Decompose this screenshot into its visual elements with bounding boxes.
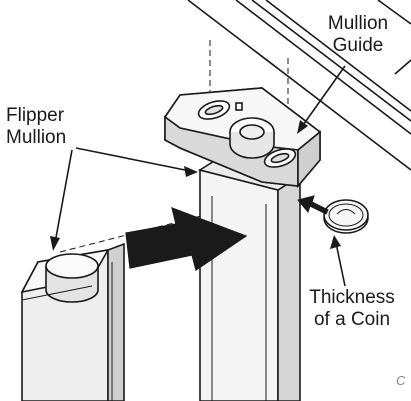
mullion-guide-label: Mullion Guide	[318, 13, 398, 57]
leader-arrowheads	[50, 120, 341, 251]
coin-icon	[323, 199, 369, 234]
coin-push-arrow	[297, 195, 329, 215]
coin-thickness-label-line-1: Thickness	[309, 287, 395, 308]
leader-arrows	[54, 65, 346, 287]
flipper-mullion-part	[20, 242, 125, 401]
coin-thickness-label: Thickness of a Coin	[298, 287, 406, 331]
mullion-guide-part	[163, 87, 322, 189]
corner-mark: C	[396, 373, 406, 388]
mullion-post	[198, 155, 302, 401]
flipper-mullion-label: Flipper Mullion	[6, 105, 102, 149]
mullion-guide-label-line-1: Mullion	[327, 13, 389, 34]
flipper-mullion-label-line-2: Mullion	[6, 127, 67, 148]
refrigerator-top-frame	[187, 0, 411, 171]
direction-arrow-icon	[125, 207, 248, 271]
flipper-mullion-label-line-1: Flipper	[6, 105, 65, 126]
coin-thickness-label-line-2: of a Coin	[313, 309, 391, 330]
mullion-guide-label-line-2: Guide	[332, 35, 384, 56]
